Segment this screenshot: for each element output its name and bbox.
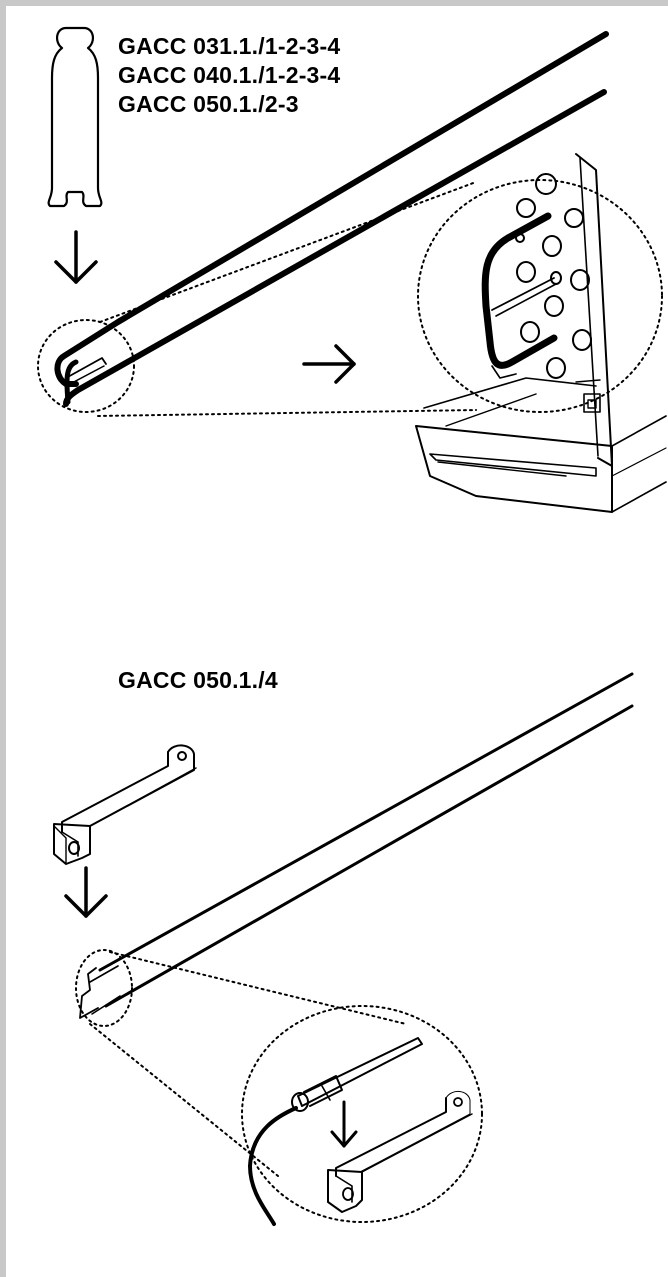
- arrow-right-icon: [302, 344, 356, 384]
- leader-line-bottom-1: [109, 951, 407, 1025]
- detail-circle-large-bottom: [241, 1005, 483, 1223]
- model-label-2: GACC 040.1./1-2-3-4: [118, 62, 341, 88]
- model-label-1: GACC 031.1./1-2-3-4: [118, 33, 341, 59]
- leader-line-bottom-2: [89, 1023, 279, 1177]
- detail-circle-large-top: [417, 179, 663, 413]
- detail-circle-small-bottom: [75, 949, 133, 1027]
- model-list-top: GACC 031.1./1-2-3-4 GACC 040.1./1-2-3-4 …: [118, 32, 340, 119]
- appliance-drawing: [415, 153, 667, 513]
- arrow-down-icon: [54, 230, 98, 284]
- bracket-icon: [53, 744, 197, 865]
- assembly-illustration: [37, 26, 667, 1226]
- arrow-down-icon-bottom: [64, 866, 108, 918]
- leader-line-top-2: [97, 409, 477, 417]
- long-rod-bottom: [79, 672, 634, 1019]
- detail-circle-small-top: [37, 319, 135, 413]
- gas-bottle-icon: [47, 26, 103, 208]
- model-label-bottom: GACC 050.1./4: [118, 667, 278, 693]
- long-rod-top: [54, 31, 609, 407]
- model-label-3: GACC 050.1./2-3: [118, 91, 299, 117]
- leader-line-top-1: [99, 181, 477, 323]
- thermocouple-clip-detail: [248, 1037, 473, 1226]
